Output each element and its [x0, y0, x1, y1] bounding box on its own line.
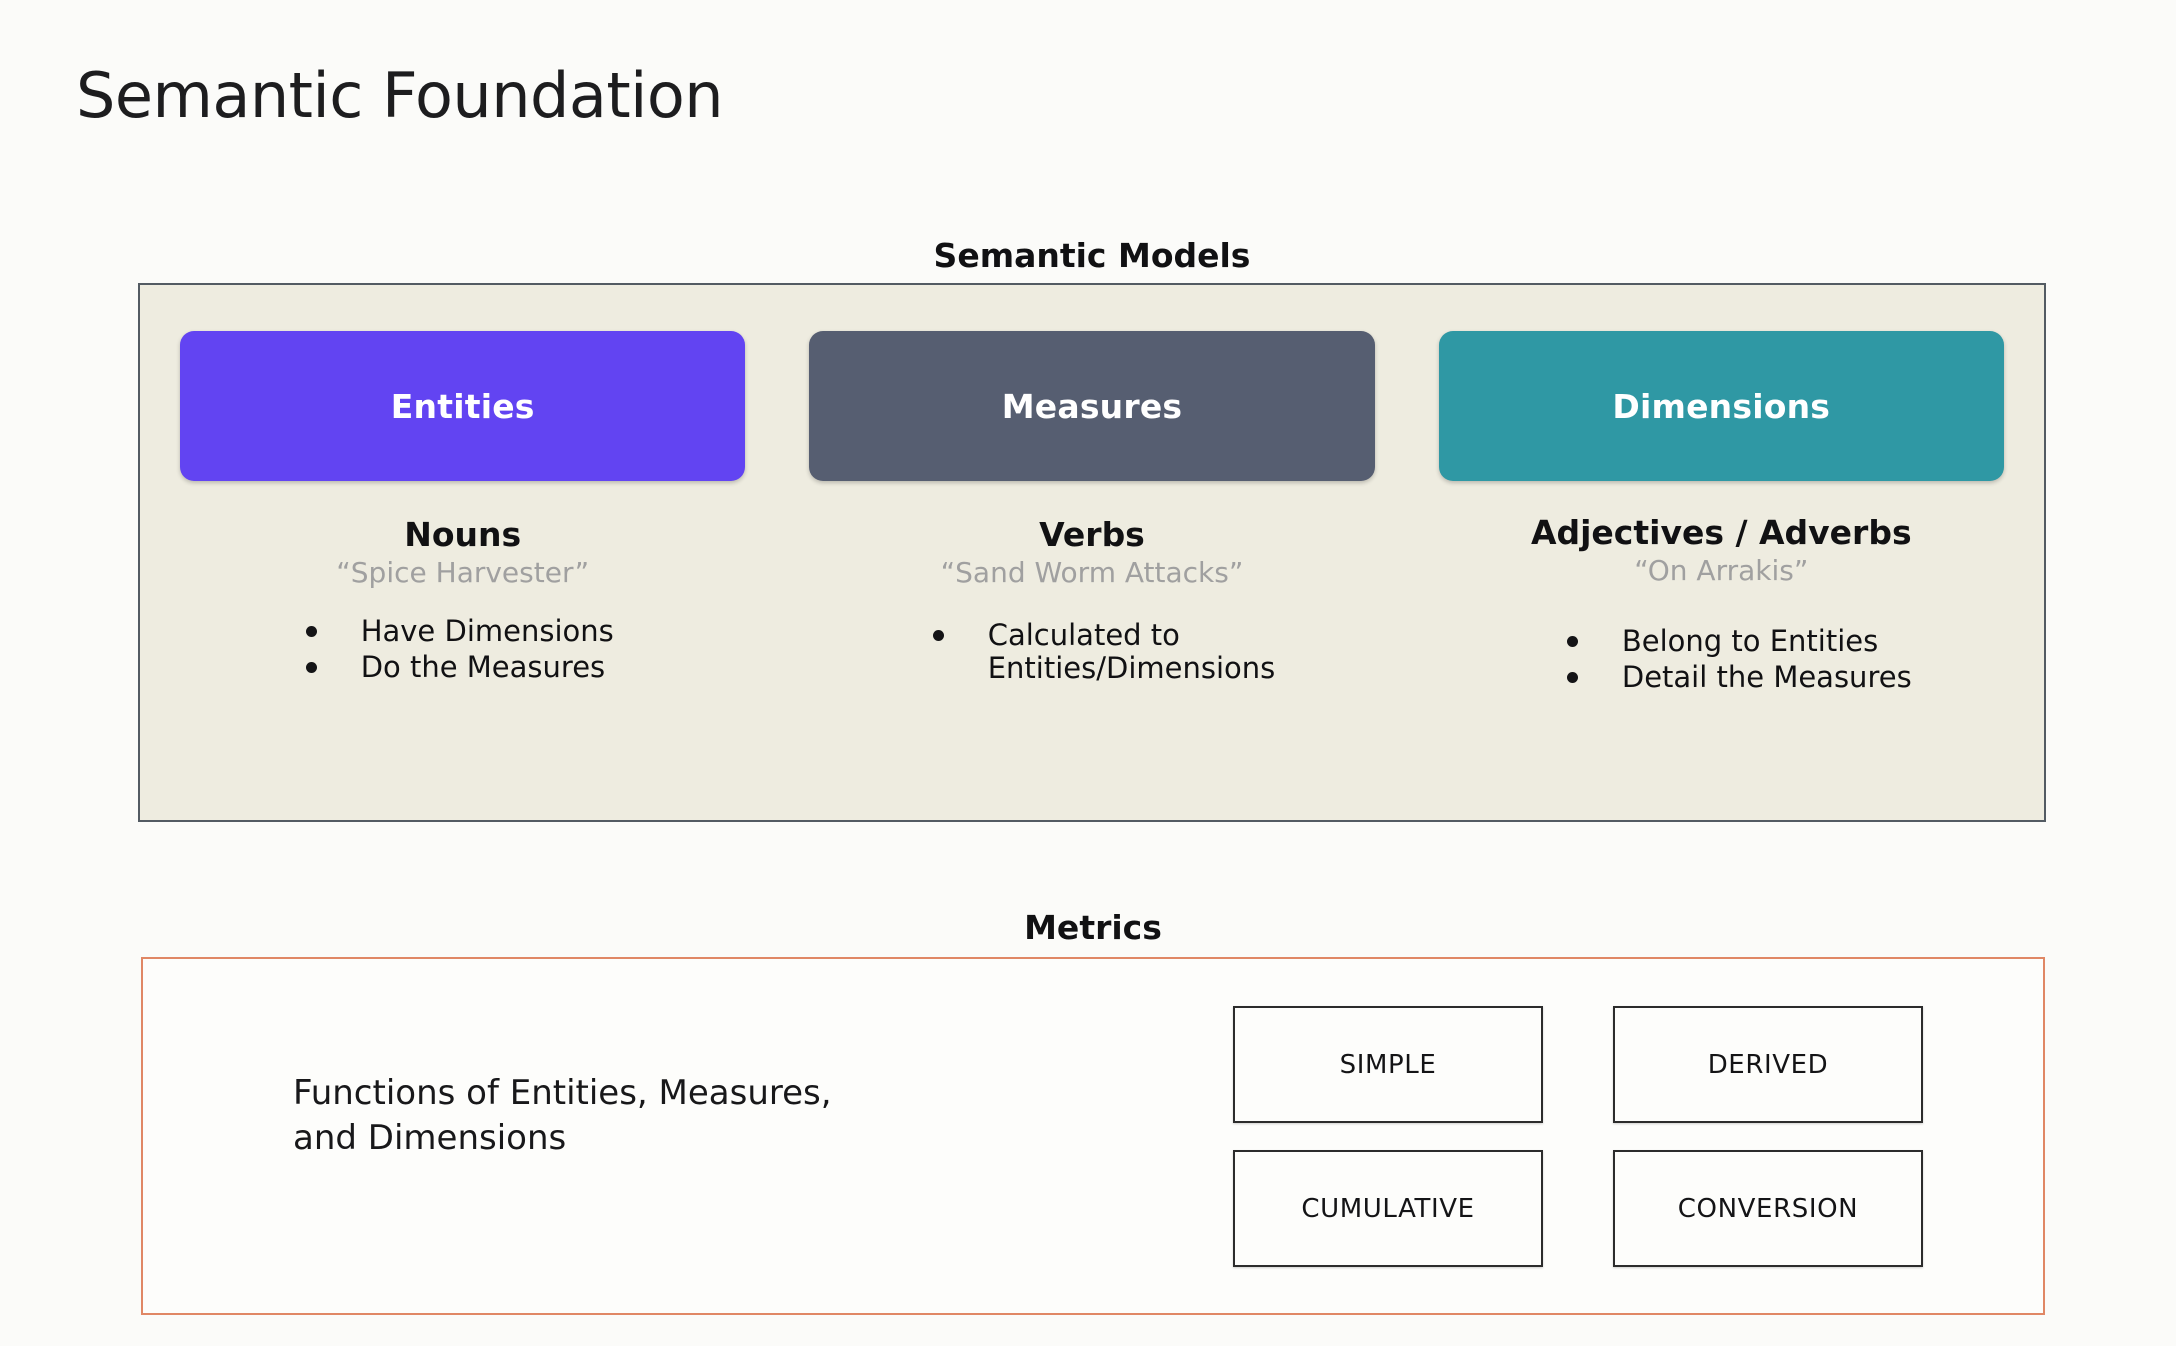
- bullet-dot-icon: [932, 630, 944, 641]
- bullet-dot-icon: [1566, 672, 1578, 684]
- metric-type-derived[interactable]: DERIVED: [1613, 1006, 1923, 1123]
- dimensions-chip[interactable]: Dimensions: [1438, 331, 2004, 481]
- metric-types-grid: SIMPLE DERIVED CUMULATIVE CONVERSION: [1233, 1006, 1923, 1267]
- metric-type-cumulative[interactable]: CUMULATIVE: [1233, 1150, 1543, 1267]
- metrics-heading: Metrics: [1024, 908, 1162, 947]
- page-title: Semantic Foundation: [76, 59, 724, 132]
- dimensions-bullet-0: Belong to Entities: [1621, 624, 1879, 658]
- model-column-entities: Entities Nouns “Spice Harvester” Have Di…: [180, 285, 746, 820]
- dimensions-example: “On Arrakis”: [1634, 554, 1809, 587]
- entities-bullet-list: Have Dimensions Do the Measures: [305, 614, 614, 687]
- entities-example: “Spice Harvester”: [336, 556, 590, 589]
- metrics-panel: Functions of Entities, Measures, and Dim…: [141, 957, 2045, 1315]
- dimensions-bullet-1: Detail the Measures: [1621, 660, 1912, 695]
- entities-bullet-1: Do the Measures: [360, 650, 606, 685]
- bullet-dot-icon: [305, 662, 317, 674]
- measures-bullet-0: Calculated to Entities/Dimensions: [987, 618, 1276, 686]
- metric-type-simple[interactable]: SIMPLE: [1233, 1006, 1543, 1123]
- semantic-models-row: Entities Nouns “Spice Harvester” Have Di…: [140, 285, 2044, 820]
- semantic-models-heading: Semantic Models: [933, 236, 1251, 275]
- semantic-models-panel: Entities Nouns “Spice Harvester” Have Di…: [138, 283, 2046, 822]
- dimensions-part-of-speech: Adjectives / Adverbs: [1530, 513, 1912, 552]
- list-item: Have Dimensions: [305, 614, 614, 648]
- list-item: Detail the Measures: [1566, 660, 1912, 695]
- metrics-description: Functions of Entities, Measures, and Dim…: [293, 1073, 832, 1158]
- entities-part-of-speech: Nouns: [404, 515, 522, 554]
- dimensions-bullet-list: Belong to Entities Detail the Measures: [1566, 624, 1912, 697]
- entities-chip[interactable]: Entities: [180, 331, 746, 481]
- entities-bullet-0: Have Dimensions: [360, 614, 614, 648]
- metric-type-conversion[interactable]: CONVERSION: [1613, 1150, 1923, 1267]
- measures-example: “Sand Worm Attacks”: [940, 556, 1244, 589]
- bullet-dot-icon: [1566, 636, 1578, 647]
- measures-bullet-list: Calculated to Entities/Dimensions: [932, 618, 1276, 688]
- model-column-measures: Measures Verbs “Sand Worm Attacks” Calcu…: [809, 285, 1375, 820]
- measures-part-of-speech: Verbs: [1039, 515, 1145, 554]
- measures-chip[interactable]: Measures: [809, 331, 1375, 481]
- model-column-dimensions: Dimensions Adjectives / Adverbs “On Arra…: [1438, 285, 2004, 820]
- list-item: Calculated to Entities/Dimensions: [932, 618, 1276, 686]
- list-item: Do the Measures: [305, 650, 614, 685]
- list-item: Belong to Entities: [1566, 624, 1912, 658]
- bullet-dot-icon: [305, 626, 317, 637]
